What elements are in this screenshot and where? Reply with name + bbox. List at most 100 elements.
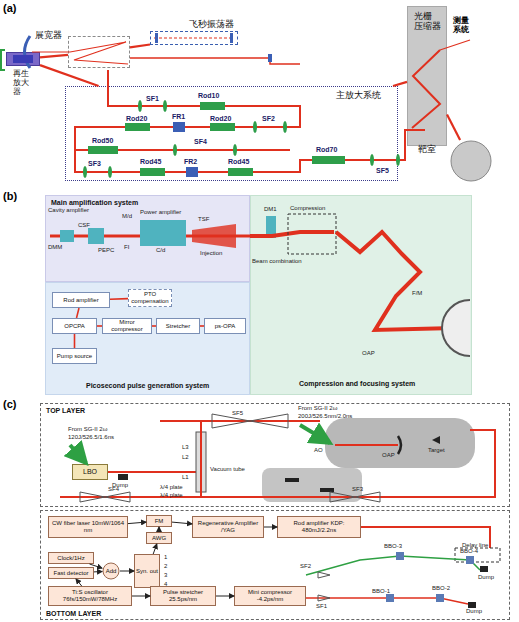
- amplifier-rod: [140, 168, 165, 176]
- crystal: [396, 552, 404, 560]
- component-label: OAP: [382, 452, 395, 459]
- component-label: Rod20: [126, 115, 147, 123]
- component-label: λ/4 plate: [160, 492, 183, 499]
- process-box: Syn. out: [134, 554, 160, 588]
- component-label: BBO-2: [432, 585, 450, 592]
- component-label: Compression: [290, 205, 325, 212]
- process-box: AWG: [146, 532, 172, 544]
- signal-arrow: [128, 522, 146, 524]
- process-box: Fast detector: [48, 567, 94, 579]
- grating: [285, 478, 299, 482]
- component-label: 2: [164, 563, 167, 570]
- component-label: FR1: [172, 113, 185, 121]
- amplifier-rod: [88, 146, 118, 154]
- shape-outline: [451, 141, 491, 181]
- node-text: Pump source: [56, 353, 93, 360]
- node-text: 光栅 压缩器: [414, 11, 442, 32]
- component-label: SF4: [194, 138, 207, 146]
- node-text: Picosecond pulse generation system: [86, 382, 209, 390]
- component-label: (b): [3, 190, 17, 202]
- beam-connector: [40, 55, 68, 58]
- component-label: PEPC: [98, 247, 114, 254]
- signal-arrow: [120, 571, 134, 572]
- amplifier-module: [140, 220, 186, 246]
- component-label: Dump: [478, 574, 494, 581]
- amplifier-rod: [125, 123, 150, 131]
- lens: [83, 166, 87, 178]
- component-label: Target: [428, 447, 445, 454]
- target-mark: [432, 436, 440, 444]
- process-box: Mini compressor -4.2ps/nm: [234, 586, 306, 606]
- telescope: [250, 414, 288, 428]
- component-label: Injection: [200, 250, 222, 257]
- component-label: SF5: [376, 167, 389, 175]
- lens: [253, 121, 257, 133]
- rotator: [173, 122, 185, 132]
- crystal: [436, 594, 444, 602]
- component-label: SF3: [352, 486, 363, 493]
- component-label: Beam combination: [252, 258, 302, 265]
- component-label: DMM: [48, 244, 62, 251]
- target-chamber: 靶室: [450, 140, 492, 182]
- node-text: 再生 放大器: [13, 69, 35, 97]
- component-label: Dump: [466, 608, 482, 615]
- signal-arrow: [159, 527, 160, 532]
- beam-connector: [97, 325, 102, 327]
- telescope: [318, 595, 330, 601]
- system-band: Picosecond pulse generation system Rod am…: [45, 282, 250, 395]
- component-label: Vacuum tube: [210, 466, 245, 473]
- component-label: Power amplifier: [140, 209, 181, 216]
- node-text: 飞秒振荡器: [189, 19, 234, 29]
- component-label: SF4: [108, 486, 119, 493]
- beam-path: [32, 42, 128, 64]
- pump-arrow: [300, 425, 330, 443]
- node-text: LBO: [82, 468, 98, 476]
- component-label: SF2: [262, 115, 275, 123]
- signal-arrow: [264, 527, 277, 528]
- mirror: [230, 33, 233, 43]
- signal-arrow: [216, 596, 234, 597]
- beam-dump: [118, 474, 128, 480]
- target-chamber: [325, 418, 475, 468]
- telescope: [318, 572, 330, 578]
- beam-path: [108, 471, 200, 473]
- lens: [138, 100, 142, 112]
- process-box: Clock/1Hz: [48, 552, 94, 564]
- telescope: [105, 492, 130, 502]
- component-label: 测量 系统: [453, 17, 473, 35]
- component-label: λ/4 plate: [160, 484, 183, 491]
- component-label: Rod10: [198, 92, 219, 100]
- component-label: 4: [164, 581, 167, 588]
- component-label: BBO-3: [384, 543, 402, 550]
- component-label: SF1: [146, 95, 159, 103]
- beam-connector: [130, 45, 150, 48]
- node-text: Mirror compressor: [103, 319, 151, 333]
- component-label: SF2: [300, 563, 311, 570]
- lens: [396, 154, 400, 166]
- rotator: [186, 167, 198, 177]
- component-label: Rod70: [316, 146, 337, 154]
- component-label: L3: [182, 444, 189, 451]
- node-text: Clock/1Hz: [56, 555, 85, 562]
- node-text: Compression and focusing system: [299, 380, 415, 388]
- node-text: 展宽器: [35, 30, 62, 40]
- node-text: Rod amplifier: [62, 297, 99, 304]
- node-text: FM: [154, 518, 165, 525]
- beam-connector: [447, 115, 460, 140]
- component-label: AO: [314, 447, 323, 454]
- node-text: 主放大系统: [336, 90, 381, 100]
- component-label: CSF: [78, 222, 90, 229]
- pump-arrow: [70, 445, 86, 463]
- beam-connector: [152, 325, 156, 327]
- amplifier-module: [60, 230, 74, 242]
- grating: [320, 488, 334, 492]
- amplifier-rod: [200, 102, 225, 110]
- module-box: Pump source: [52, 348, 97, 364]
- component-label: 120J/526.5/1.6ns: [68, 434, 114, 441]
- telescope: [355, 492, 380, 502]
- component-label: Rod50: [92, 137, 113, 145]
- component-label: (c): [3, 398, 16, 410]
- beam-connector: [200, 325, 204, 327]
- module-box: PTO compensation: [128, 289, 172, 307]
- signal-arrow: [172, 522, 192, 524]
